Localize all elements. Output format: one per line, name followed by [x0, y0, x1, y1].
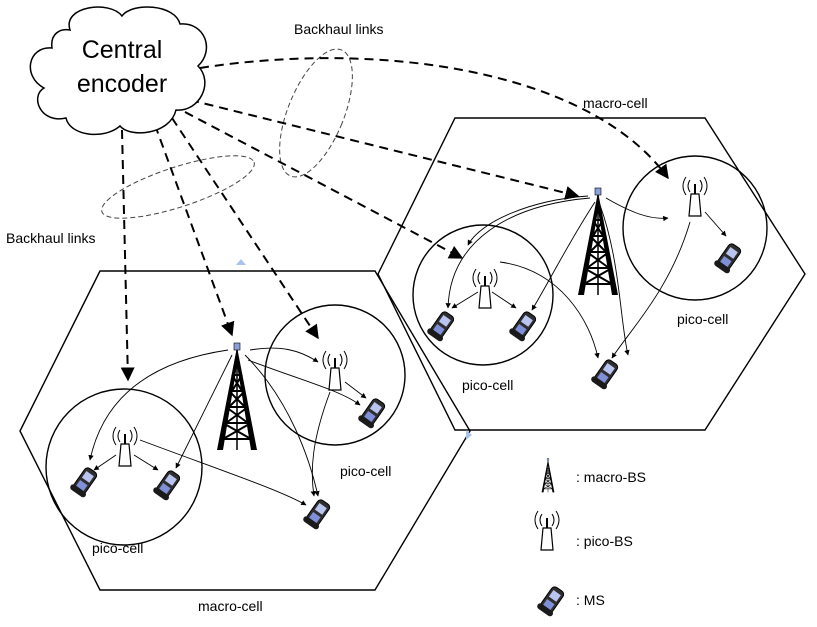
ms-right-top — [712, 240, 745, 275]
link-macro-left-to-ms-bottom — [244, 354, 320, 497]
encoder-label-line2: encoder — [77, 70, 167, 98]
legend-pico-bs-icon — [534, 510, 560, 551]
macro-cell-label-right: macro-cell — [583, 95, 648, 111]
pico-cell-circle-right-b — [622, 155, 768, 301]
ms-right-a1 — [425, 308, 458, 343]
macro-bs-tower-right — [577, 187, 619, 296]
pico-bs-right-b — [682, 176, 708, 217]
ms-right-out — [589, 356, 622, 391]
pico-cell-label-right-a: pico-cell — [462, 377, 513, 393]
link-macro-left-to-ms-center — [247, 359, 361, 406]
backhaul-link-to-pico-left — [120, 129, 135, 382]
backhaul-label-left: Backhaul links — [6, 230, 96, 246]
legend-macro-bs-icon — [541, 457, 555, 493]
backhaul-group-ellipse-a — [279, 48, 353, 178]
ms-right-a2 — [507, 308, 540, 343]
link-macro-left-to-ms-left-2 — [175, 354, 233, 469]
link-macro-right-to-ms-right-a1 — [445, 197, 591, 309]
pico-cell-circle-right-a — [412, 224, 554, 366]
pico-cell-label-left: pico-cell — [92, 540, 143, 556]
pico-cell-label-right-b: pico-cell — [677, 311, 728, 327]
pico-cell-circle-center — [264, 304, 406, 446]
link-macro-left-to-pico-left — [88, 349, 229, 461]
macro-cell-right — [377, 117, 806, 431]
ms-left-1 — [68, 464, 101, 499]
macro-bs-tower-left — [216, 342, 258, 451]
backhaul-link-to-pico-right-a — [184, 111, 464, 259]
pico-cell-label-center: pico-cell — [340, 463, 391, 479]
ms-left-2 — [151, 467, 184, 502]
link-pico-right-a-to-ms-out — [499, 261, 600, 359]
link-pico-left-to-ms-2 — [133, 454, 159, 471]
backhaul-link-to-pico-center — [171, 117, 319, 340]
ms-bottom — [301, 496, 334, 531]
pico-bs-right-a — [472, 268, 498, 309]
link-pico-left-to-ms-bottom — [139, 439, 307, 506]
backhaul-link-to-macro-left — [154, 124, 235, 337]
marker-triangle-right — [466, 430, 472, 440]
marker-triangle-up — [236, 259, 246, 265]
link-macro-right-to-pico-right-a — [467, 195, 589, 246]
link-macro-right-to-pico-right-b — [605, 197, 669, 222]
pico-bs-center — [322, 350, 348, 391]
link-pico-right-b-to-ms — [704, 211, 727, 237]
backhaul-label-top: Backhaul links — [294, 21, 384, 37]
encoder-label-line1: Central — [82, 36, 163, 64]
link-pico-right-a-to-ms2 — [491, 291, 517, 309]
link-macro-right-to-ms-right-a2 — [531, 201, 596, 311]
central-encoder-cloud — [29, 6, 208, 136]
link-pico-right-b-to-ms-out — [611, 221, 691, 359]
link-macro-left-to-pico-center — [249, 347, 319, 363]
backhaul-link-to-macro-right — [189, 99, 580, 200]
link-macro-right-to-ms-right-out — [599, 204, 630, 356]
macro-cell-left — [19, 270, 471, 591]
link-pico-left-to-ms-1 — [93, 454, 117, 471]
legend-pico-bs-label: : pico-BS — [576, 533, 633, 549]
link-pico-center-to-ms-bottom — [310, 391, 331, 497]
backhaul-link-to-pico-right-b — [199, 57, 669, 180]
pico-cell-circle-left — [45, 388, 203, 546]
link-pico-right-a-to-ms1 — [451, 291, 479, 309]
ms-center — [356, 395, 389, 430]
legend-macro-bs-label: : macro-BS — [576, 469, 646, 485]
pico-bs-left — [112, 426, 138, 467]
macro-cell-label-left: macro-cell — [198, 598, 263, 614]
legend-ms-label: : MS — [576, 592, 605, 608]
link-pico-center-to-ms — [344, 381, 367, 399]
legend-ms-icon — [535, 583, 568, 618]
